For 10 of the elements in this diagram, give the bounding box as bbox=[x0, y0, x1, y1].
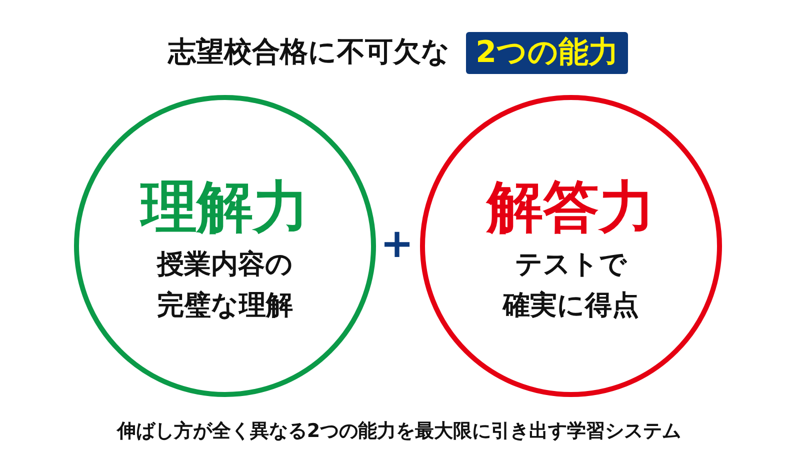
circle-heading: 理解力 bbox=[141, 177, 309, 239]
highlight-box: 2つの能力 bbox=[466, 32, 628, 74]
circle-text: テストで確実に得点 bbox=[503, 248, 639, 323]
plus-sign: + bbox=[380, 224, 414, 264]
circle bbox=[74, 95, 376, 397]
circle-text: 授業内容の完璧な理解 bbox=[157, 248, 293, 323]
circle bbox=[420, 95, 722, 397]
title: 志望校合格に不可欠な bbox=[168, 35, 450, 69]
circle-heading: 解答力 bbox=[487, 177, 655, 239]
caption: 伸ばし方が全く異なる2つの能力を最大限に引き出す学習システム bbox=[116, 419, 682, 443]
